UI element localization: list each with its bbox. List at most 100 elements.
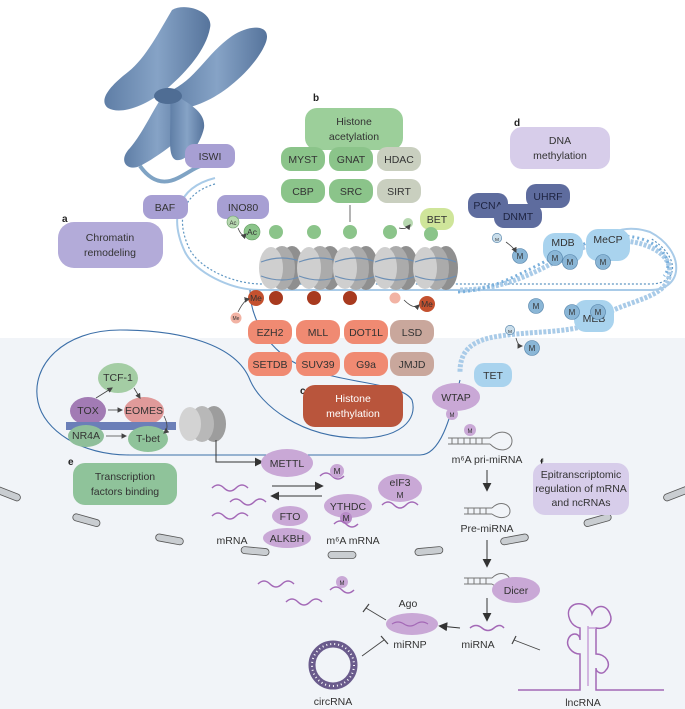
reader-ythdc-label: YTHDC — [330, 501, 367, 513]
remodeler-baf-label: BAF — [155, 202, 175, 214]
reader-eif3 — [378, 474, 422, 502]
mrna-squiggle-2 — [229, 498, 267, 506]
dna-methylation-box — [510, 127, 610, 169]
tf-nucleosome — [179, 406, 226, 442]
ac-arrow-left — [237, 227, 247, 240]
me-dot-release — [389, 292, 401, 304]
ac-dot-1 — [269, 225, 283, 239]
reader-mecp — [586, 229, 630, 261]
circrna-inhibit-line — [361, 639, 385, 657]
reader-ythdc — [324, 494, 372, 518]
tf-eomes-blob — [124, 397, 164, 425]
me-dot-1 — [269, 291, 283, 305]
nuclear-pore — [327, 551, 357, 559]
me-mark-label: Me — [250, 293, 262, 303]
tf-tcf1-blob — [98, 363, 138, 393]
histone-methyl-marks: Me Me Me — [230, 224, 435, 324]
methylation-enzyme-setdb — [248, 352, 292, 376]
m6a-mark-pri — [464, 424, 476, 436]
panel-letter-a: a — [62, 214, 68, 225]
svg-text:M: M — [600, 258, 607, 267]
remodeler-iswi — [185, 144, 235, 168]
panel-letter-e: e — [68, 457, 74, 468]
dna-strand-upper — [176, 177, 678, 291]
tf-tbet-blob — [128, 426, 168, 452]
dna-methyl-mark: M — [562, 254, 578, 270]
dna-methyl-mark: M — [491, 233, 502, 244]
acetylation-enzyme-gnat — [329, 147, 373, 171]
methylation-enzyme-suv39-label: SUV39 — [301, 359, 334, 371]
mirnp-strand — [391, 621, 429, 627]
m6a-mark-1-label: M — [333, 466, 340, 476]
nuclear-envelope — [0, 485, 685, 559]
dna-methyl-mark: M — [512, 248, 528, 264]
eraser-alkbh — [263, 528, 311, 548]
pre-mirna-label: Pre-miRNA — [460, 523, 513, 535]
dna-methyl-mark: M — [595, 254, 611, 270]
remodeler-baf — [143, 195, 188, 219]
dna-strand-lower — [182, 183, 674, 285]
acetylation-enzyme-hdac — [377, 147, 421, 171]
acetylation-enzyme-src-label: SRC — [340, 186, 363, 198]
nuclear-pore — [500, 533, 529, 546]
m6a-mrna-squiggle-3 — [381, 501, 419, 509]
ac-dot-bet — [424, 227, 438, 241]
tf-arrow-tox-tcf1 — [95, 387, 113, 399]
methylation-enzyme-jmjd-label: JMJD — [399, 359, 426, 371]
writer-wtap — [432, 383, 480, 411]
pri-mirna-hairpin — [448, 431, 513, 451]
acetylation-enzyme-cbp — [281, 179, 325, 203]
acetylation-enzyme-src — [329, 179, 373, 203]
enzyme-uhrf — [526, 184, 570, 208]
m6a-mark-3-label: M — [396, 490, 403, 500]
svg-text:M: M — [533, 302, 540, 311]
histone-methylation-box — [303, 385, 403, 427]
epitranscriptomic-box — [533, 463, 629, 515]
nucleus-background — [0, 338, 685, 709]
tf-tcf1-label: TCF-1 — [103, 372, 133, 384]
panel-letter-c: c — [300, 386, 306, 397]
histone-methylation-line-2: methylation — [326, 408, 380, 420]
mirna-label: miRNA — [461, 639, 494, 651]
nucleosome — [413, 246, 458, 290]
panel-letter-b: b — [313, 93, 319, 104]
me-mark-small-label: Me — [233, 316, 240, 322]
remodeler-iswi-label: ISWI — [199, 151, 222, 163]
panel-letter-d: d — [514, 118, 520, 129]
chromatin-remodeling-box — [58, 222, 163, 268]
mirnp-inhibit-line — [365, 607, 387, 621]
circrna-inhibit-bar — [380, 635, 389, 645]
m6a-mrna-label: m⁶A mRNA — [326, 535, 379, 547]
methylation-enzyme-mll — [296, 320, 340, 344]
ago-label: Ago — [399, 598, 418, 610]
me-mark — [248, 290, 264, 306]
writer-mettl-label: METTL — [270, 458, 305, 470]
pre-mirna-hairpin — [464, 503, 511, 519]
ac-mark-small-label: Ac — [229, 221, 236, 227]
svg-text:M: M — [508, 329, 512, 335]
acetylation-enzyme-gnat-label: GNAT — [337, 154, 366, 166]
me-mark-right-label: Me — [421, 299, 433, 309]
mrna-label: mRNA — [217, 535, 248, 547]
acetyl-marks: Ac Ac BET — [226, 208, 454, 241]
methylation-enzyme-dot1l-label: DOT1L — [349, 327, 383, 339]
transcription-factors-panel: TCF-1 TOX EOMES NR4A T-bet e Transcripti… — [66, 363, 264, 505]
methylation-enzyme-lsd — [390, 320, 434, 344]
tf-arrow-eomes-tbet — [163, 415, 170, 434]
target-mrna-2 — [285, 598, 323, 606]
remodeler-ino80-label: INO80 — [228, 202, 259, 214]
transcription-factors-box — [73, 463, 177, 505]
dna-methyl-mark: M — [504, 324, 515, 335]
eraser-tet — [474, 363, 512, 387]
lncrna-structure — [518, 603, 664, 691]
chromosome — [104, 7, 268, 184]
enzyme-dnmt — [494, 204, 542, 228]
m6a-mark-pri-label: M — [468, 429, 473, 435]
m6a-mark-2-label: M — [342, 513, 349, 523]
transcription-factors-line-1: Transcription — [95, 471, 155, 483]
nuclear-pore — [155, 533, 184, 546]
transcription-start-arrow — [215, 440, 264, 467]
methylation-enzyme-g9a-label: G9a — [356, 359, 376, 371]
mirna-squiggle — [469, 624, 505, 632]
tf-nr4a-blob — [68, 425, 104, 447]
